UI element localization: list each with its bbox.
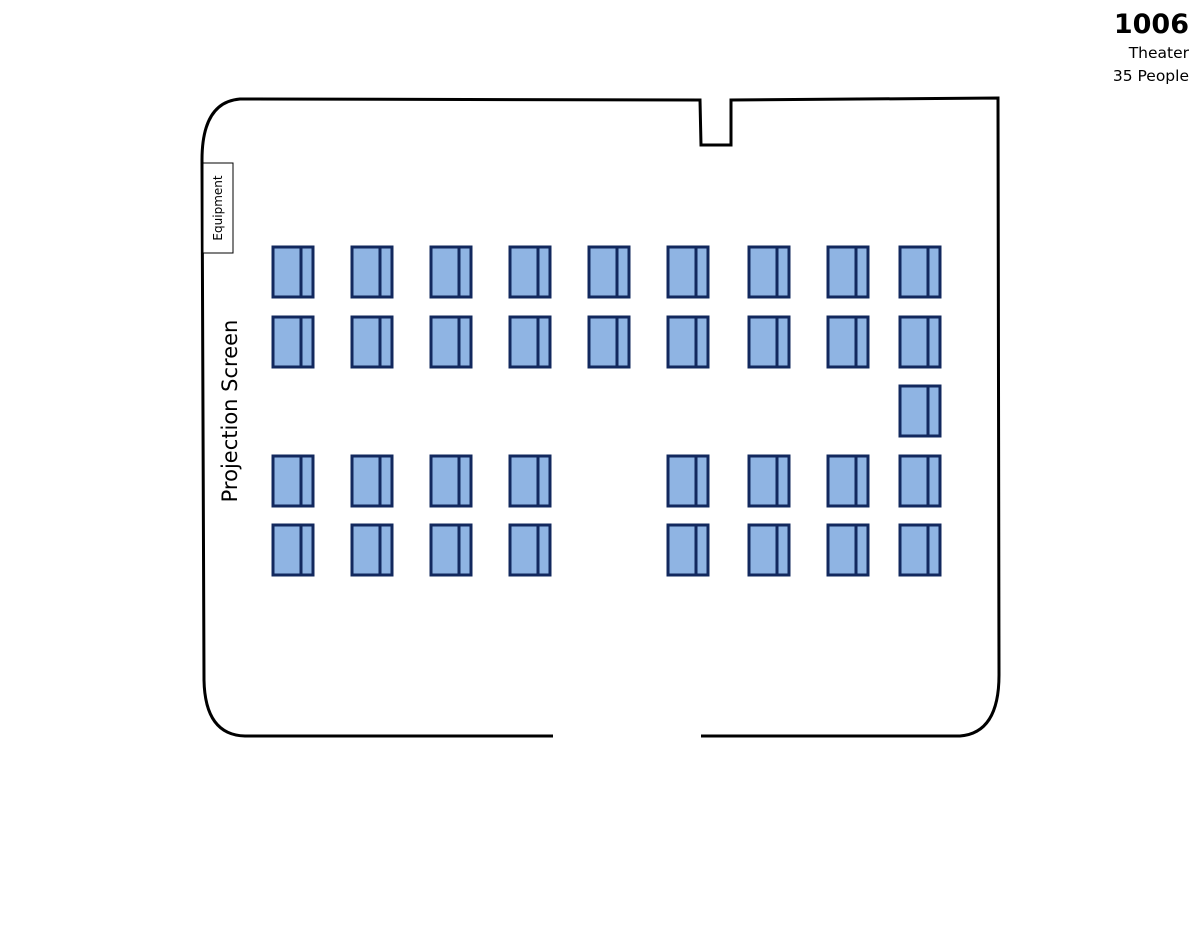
room-layout-type: Theater [1128,44,1189,62]
seat [747,454,791,508]
seat-cushion [666,245,710,299]
seat [747,315,791,369]
seat-cushion [826,523,870,577]
seat [271,454,315,508]
seat-cushion [747,245,791,299]
seat [898,384,942,438]
seat-cushion [747,454,791,508]
seat-cushion [747,315,791,369]
seat-cushion [826,454,870,508]
seat [898,315,942,369]
seat-cushion [826,245,870,299]
seat [271,523,315,577]
seat-cushion [666,454,710,508]
seat-cushion [508,245,552,299]
seat [826,454,870,508]
seat-cushion [898,384,942,438]
seat [666,523,710,577]
seat [508,245,552,299]
projection-screen-label: Projection Screen [218,320,242,503]
seat [826,245,870,299]
seat [747,245,791,299]
seat [898,523,942,577]
seat-cushion [271,245,315,299]
seat-cushion [587,245,631,299]
seat [666,454,710,508]
seat [898,245,942,299]
seat-cushion [666,523,710,577]
seat [898,454,942,508]
room-number: 1006 [1113,9,1189,40]
seat [429,454,473,508]
seat [747,523,791,577]
seat [429,245,473,299]
seat-cushion [429,454,473,508]
seat-cushion [350,245,394,299]
seat-cushion [508,523,552,577]
seat-cushion [429,245,473,299]
seat-cushion [587,315,631,369]
seat [508,454,552,508]
seat [508,315,552,369]
seat [666,245,710,299]
seat-cushion [429,523,473,577]
seat [666,315,710,369]
seat [271,245,315,299]
room-wall [200,96,1001,738]
room-header: 1006 Theater 35 People [1113,8,1189,88]
seat [350,315,394,369]
seat-cushion [898,523,942,577]
seat-cushion [508,454,552,508]
seat [508,523,552,577]
seat-cushion [508,315,552,369]
seat [826,315,870,369]
seating-area [271,245,942,577]
seat-cushion [826,315,870,369]
seat-cushion [271,454,315,508]
seat-cushion [666,315,710,369]
seat [350,523,394,577]
seat [429,315,473,369]
seat-cushion [271,315,315,369]
seat-cushion [350,315,394,369]
equipment-label: Equipment [211,175,225,240]
seat-cushion [898,454,942,508]
seat-cushion [350,454,394,508]
seat [826,523,870,577]
seat-cushion [271,523,315,577]
seat [271,315,315,369]
seat [429,523,473,577]
seat [587,245,631,299]
seat-cushion [429,315,473,369]
seat-cushion [898,315,942,369]
room-capacity: 35 People [1112,67,1189,85]
equipment-cabinet: Equipment [202,162,234,254]
seat-cushion [350,523,394,577]
seat [587,315,631,369]
seat [350,245,394,299]
seat-cushion [747,523,791,577]
seat-cushion [898,245,942,299]
seat [350,454,394,508]
